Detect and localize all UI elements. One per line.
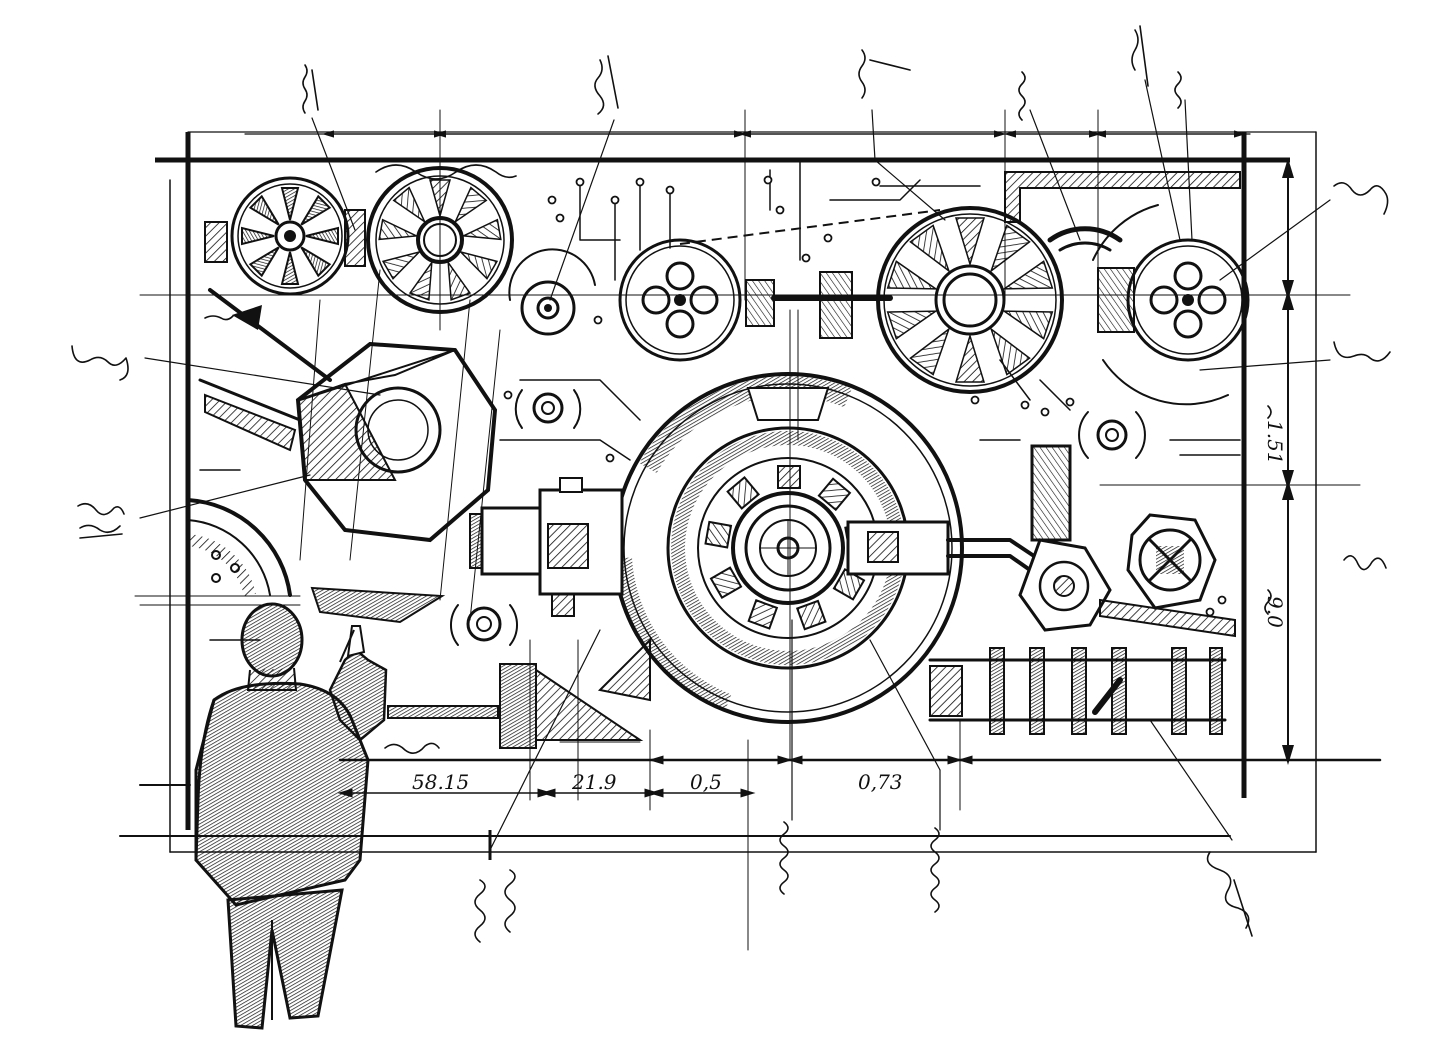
dimension-label-2: 21.9 <box>571 770 617 794</box>
fan-wheel-top-icon <box>366 166 514 314</box>
dimension-right-1: 1.51 <box>1263 420 1287 465</box>
hex-nut-icon <box>1018 513 1217 632</box>
pulley-wheel-right-icon <box>1092 204 1250 406</box>
half-wheel-left-icon <box>186 498 292 597</box>
leader-lines <box>139 79 1331 851</box>
motor-housing-left-icon <box>469 477 624 617</box>
bottom-dimension-line: 58.15 21.9 0,5 0,73 <box>337 755 1241 798</box>
handwritten-notes <box>71 25 1391 943</box>
dimension-label-4: 0,73 <box>858 770 903 794</box>
pipe-rack-icon <box>928 647 1227 735</box>
fan-wheel-large-icon <box>876 206 1064 394</box>
right-dimension-line: 1.51 9.0 <box>1263 158 1294 765</box>
circuit-traces <box>199 159 1241 641</box>
small-gear-icon <box>449 248 1146 646</box>
engineer-figure <box>194 602 388 1030</box>
head <box>240 602 304 678</box>
dimension-label-1: 58.15 <box>412 770 469 794</box>
dimension-label-3: 0,5 <box>690 770 722 794</box>
machinery-drawing <box>134 159 1250 951</box>
octagonal-block-icon <box>198 341 498 543</box>
pulley-wheel-icon <box>618 238 742 362</box>
fan-wheel-left-icon <box>230 176 350 296</box>
motor-housing-right-icon <box>846 520 1042 576</box>
